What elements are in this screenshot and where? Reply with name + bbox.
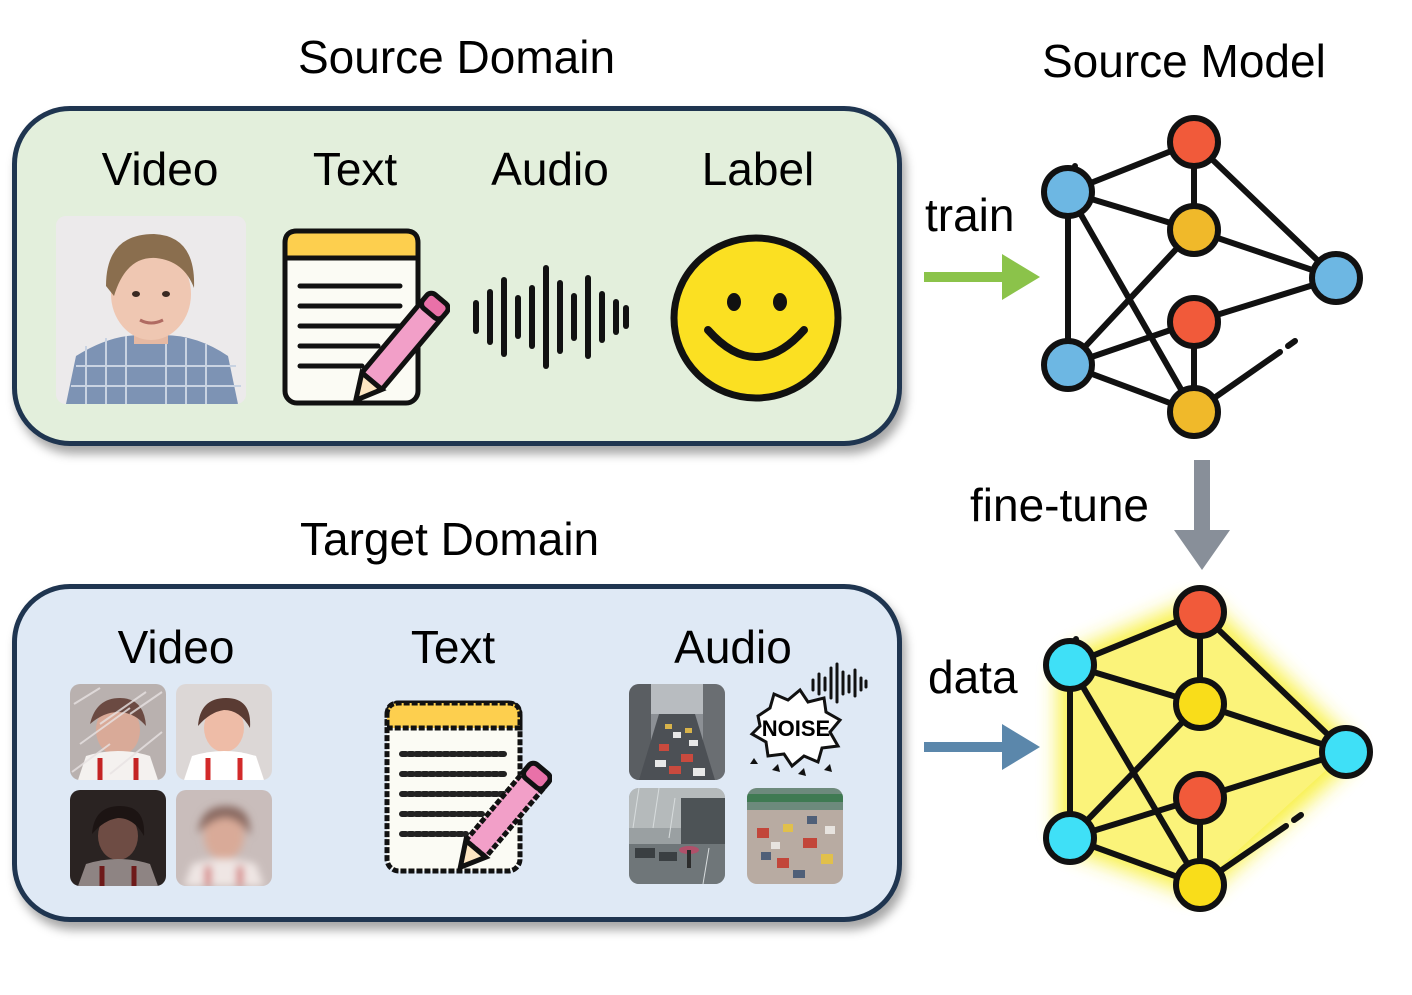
noise-badge-icon: NOISE [744,678,848,778]
source-modality-text: Text [312,143,398,195]
target-modality-video: Video [117,621,235,673]
source-modality-video: Video [101,143,219,195]
smiley-face-icon [668,232,844,404]
source-modality-label: Label [701,143,815,195]
noise-badge-text: NOISE [762,716,830,741]
source-model-network [1030,110,1370,445]
target-domain-title: Target Domain [300,513,600,565]
noisy-video-frame-rain [70,684,166,780]
source-video-frame [56,216,246,404]
audio-scene-market [747,788,843,884]
target-modality-audio: Audio [674,621,792,673]
train-arrow-icon [920,246,1044,308]
source-modality-audio: Audio [491,143,609,195]
source-model-title: Source Model [1042,35,1326,87]
fine-tune-label: fine-tune [970,479,1150,531]
audio-scene-rain [629,788,725,884]
small-waveform-icon [810,662,868,704]
notepad-pencil-icon [280,226,451,408]
source-domain-title: Source Domain [298,31,616,83]
noisy-notepad-pencil-icon [382,698,553,876]
data-label: data [928,651,1018,703]
target-modality-text: Text [410,621,496,673]
train-label: train [925,189,1015,241]
noisy-video-frame-blur [176,790,272,886]
adapted-model-network [1030,580,1378,920]
data-arrow-icon [920,716,1044,778]
audio-waveform-icon [470,258,630,376]
audio-scene-traffic [629,684,725,780]
noisy-video-frame-clean [176,684,272,780]
noisy-video-frame-dark [70,790,166,886]
fine-tune-arrow-icon [1170,456,1234,574]
